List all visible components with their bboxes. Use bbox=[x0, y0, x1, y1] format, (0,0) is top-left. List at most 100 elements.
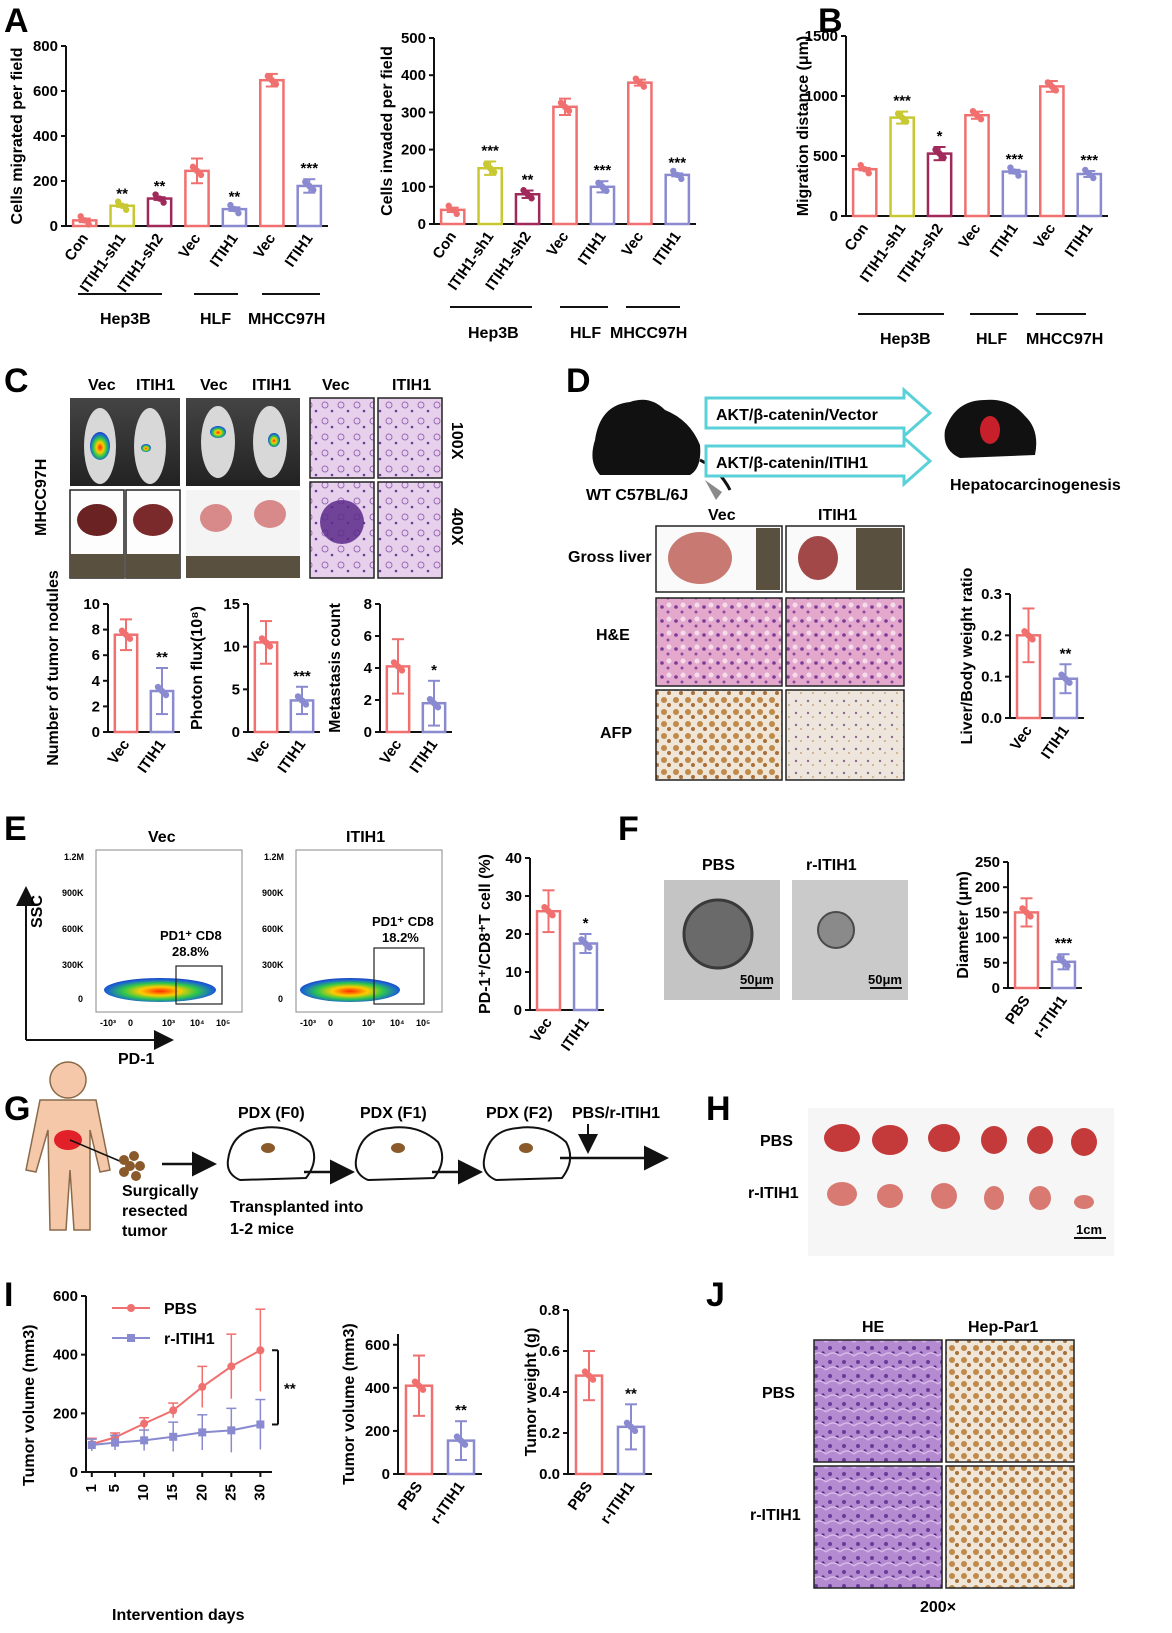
y-tick-label: 0.2 bbox=[539, 1425, 560, 1442]
y-tick-label: 2 bbox=[364, 692, 372, 709]
x-tick-label: Con bbox=[841, 221, 872, 255]
group-hlf-a1: HLF bbox=[200, 311, 231, 328]
data-point bbox=[861, 166, 868, 173]
x-tick-label: r-ITIH1 bbox=[597, 1479, 638, 1528]
y-tick-label: 8 bbox=[92, 622, 100, 639]
data-point bbox=[453, 210, 460, 218]
panel-label-g: G bbox=[4, 1090, 30, 1128]
flow-xtick-r3: 10³ bbox=[362, 1018, 375, 1028]
y-tick-label: 0.6 bbox=[539, 1343, 560, 1360]
h-scale: 1cm bbox=[1076, 1222, 1102, 1237]
y-tick-label: 150 bbox=[975, 904, 1000, 921]
bar bbox=[964, 113, 990, 218]
y-tick-label: 6 bbox=[364, 628, 372, 645]
flow-xtick-4: 10⁴ bbox=[190, 1018, 204, 1028]
line-x-tick-label: 1 bbox=[83, 1484, 100, 1492]
data-point bbox=[524, 191, 531, 198]
data-point bbox=[272, 81, 280, 88]
flow-y-axis-label: SSC bbox=[29, 895, 46, 928]
g-f1: PDX (F1) bbox=[360, 1105, 427, 1122]
flow-ytick-r2: 900K bbox=[262, 888, 284, 898]
data-point bbox=[262, 639, 270, 646]
lung-histo-itih1-400x bbox=[377, 481, 443, 579]
panel-label-h: H bbox=[706, 1090, 731, 1128]
data-point bbox=[599, 183, 606, 190]
panel-label-d: D bbox=[566, 362, 591, 400]
scale-bar-pbs: 50μm bbox=[740, 972, 774, 987]
gate-pct-itih1: 18.2% bbox=[382, 930, 419, 945]
significance-label: *** bbox=[1006, 151, 1024, 168]
line-xlabel: Intervention days bbox=[112, 1607, 245, 1624]
y-tick-label: 400 bbox=[33, 128, 58, 145]
x-tick-label: ITIH1 bbox=[987, 221, 1022, 261]
data-point bbox=[162, 691, 170, 699]
panel-label-f: F bbox=[618, 810, 639, 848]
flow-plot-itih1 bbox=[295, 849, 443, 1013]
g-transplant-2: 1-2 mice bbox=[230, 1221, 294, 1238]
flow-ytick-3: 600K bbox=[62, 924, 84, 934]
mouse-f1-icon bbox=[354, 1126, 444, 1182]
y-tick-label: 100 bbox=[401, 179, 426, 196]
y-tick-label: 400 bbox=[401, 67, 426, 84]
x-tick-label: PBS bbox=[395, 1479, 427, 1514]
flow-xtick-r2: 0 bbox=[328, 1018, 333, 1028]
significance-label: ** bbox=[455, 1402, 467, 1419]
y-axis-label: Metastasis count bbox=[327, 602, 344, 732]
c-col-vec1: Vec bbox=[88, 377, 116, 394]
line-y-tick-label: 200 bbox=[53, 1405, 78, 1422]
gate-itih1 bbox=[373, 947, 425, 1005]
mouse-icon-wt bbox=[592, 399, 701, 475]
x-tick-label: Vec bbox=[527, 1015, 556, 1046]
flow-yticks: 1.2M 900K 600K 300K 0 1.2M 900K 600K 300… bbox=[62, 852, 284, 1004]
lung-histo-itih1-100x bbox=[377, 397, 443, 479]
y-axis-label: Cells invaded per field bbox=[379, 46, 396, 216]
e-left-title: Vec bbox=[148, 829, 176, 846]
flow-ytick-5: 0 bbox=[78, 994, 83, 1004]
significance-label: *** bbox=[1081, 152, 1099, 169]
data-point bbox=[298, 697, 306, 704]
y-tick-label: 300 bbox=[401, 104, 426, 121]
data-point bbox=[158, 687, 166, 695]
flow-ytick-r5: 0 bbox=[278, 994, 283, 1004]
human-figure-icon bbox=[25, 1061, 111, 1231]
data-point bbox=[1044, 79, 1052, 86]
data-point bbox=[1052, 87, 1060, 94]
d-mouse-label: WT C57BL/6J bbox=[586, 487, 688, 504]
he-vec bbox=[655, 597, 783, 687]
data-point bbox=[306, 182, 313, 190]
mag-400x: 400X bbox=[448, 508, 465, 546]
data-point bbox=[1007, 164, 1014, 171]
x-tick-label: PBS bbox=[1002, 993, 1034, 1028]
x-tick-label: r-ITIH1 bbox=[1030, 993, 1071, 1042]
bar bbox=[146, 197, 173, 228]
g-resect-2: resected bbox=[122, 1203, 188, 1220]
x-tick-label: Vec bbox=[1030, 221, 1059, 252]
line-ylabel: Tumor volume (mm3) bbox=[21, 1325, 38, 1487]
significance-label: ** bbox=[154, 178, 166, 195]
c-row-label: MHCC97H bbox=[33, 459, 50, 536]
line-x-tick-label: 20 bbox=[193, 1484, 210, 1501]
legend-pbs: PBS bbox=[164, 1301, 197, 1318]
gate-label-itih1: PD1⁺ CD8 bbox=[372, 914, 434, 929]
y-tick-label: 1000 bbox=[805, 88, 838, 105]
data-point bbox=[122, 206, 130, 213]
y-tick-label: 0.2 bbox=[981, 627, 1002, 644]
data-point bbox=[1062, 675, 1069, 682]
mouse-f2-icon bbox=[482, 1126, 572, 1182]
data-point bbox=[1015, 172, 1022, 179]
y-tick-label: 2 bbox=[92, 698, 100, 715]
data-point bbox=[549, 912, 556, 919]
y-tick-label: 0.0 bbox=[981, 710, 1002, 727]
data-point bbox=[528, 195, 535, 202]
y-tick-label: 0.1 bbox=[981, 669, 1002, 686]
y-axis-label: Number of tumor nodules bbox=[45, 570, 62, 766]
data-point bbox=[585, 1372, 593, 1379]
line-significance: ** bbox=[284, 1380, 296, 1397]
significance-label: *** bbox=[301, 160, 319, 177]
d-result-label: Hepatocarcinogenesis bbox=[950, 477, 1121, 494]
